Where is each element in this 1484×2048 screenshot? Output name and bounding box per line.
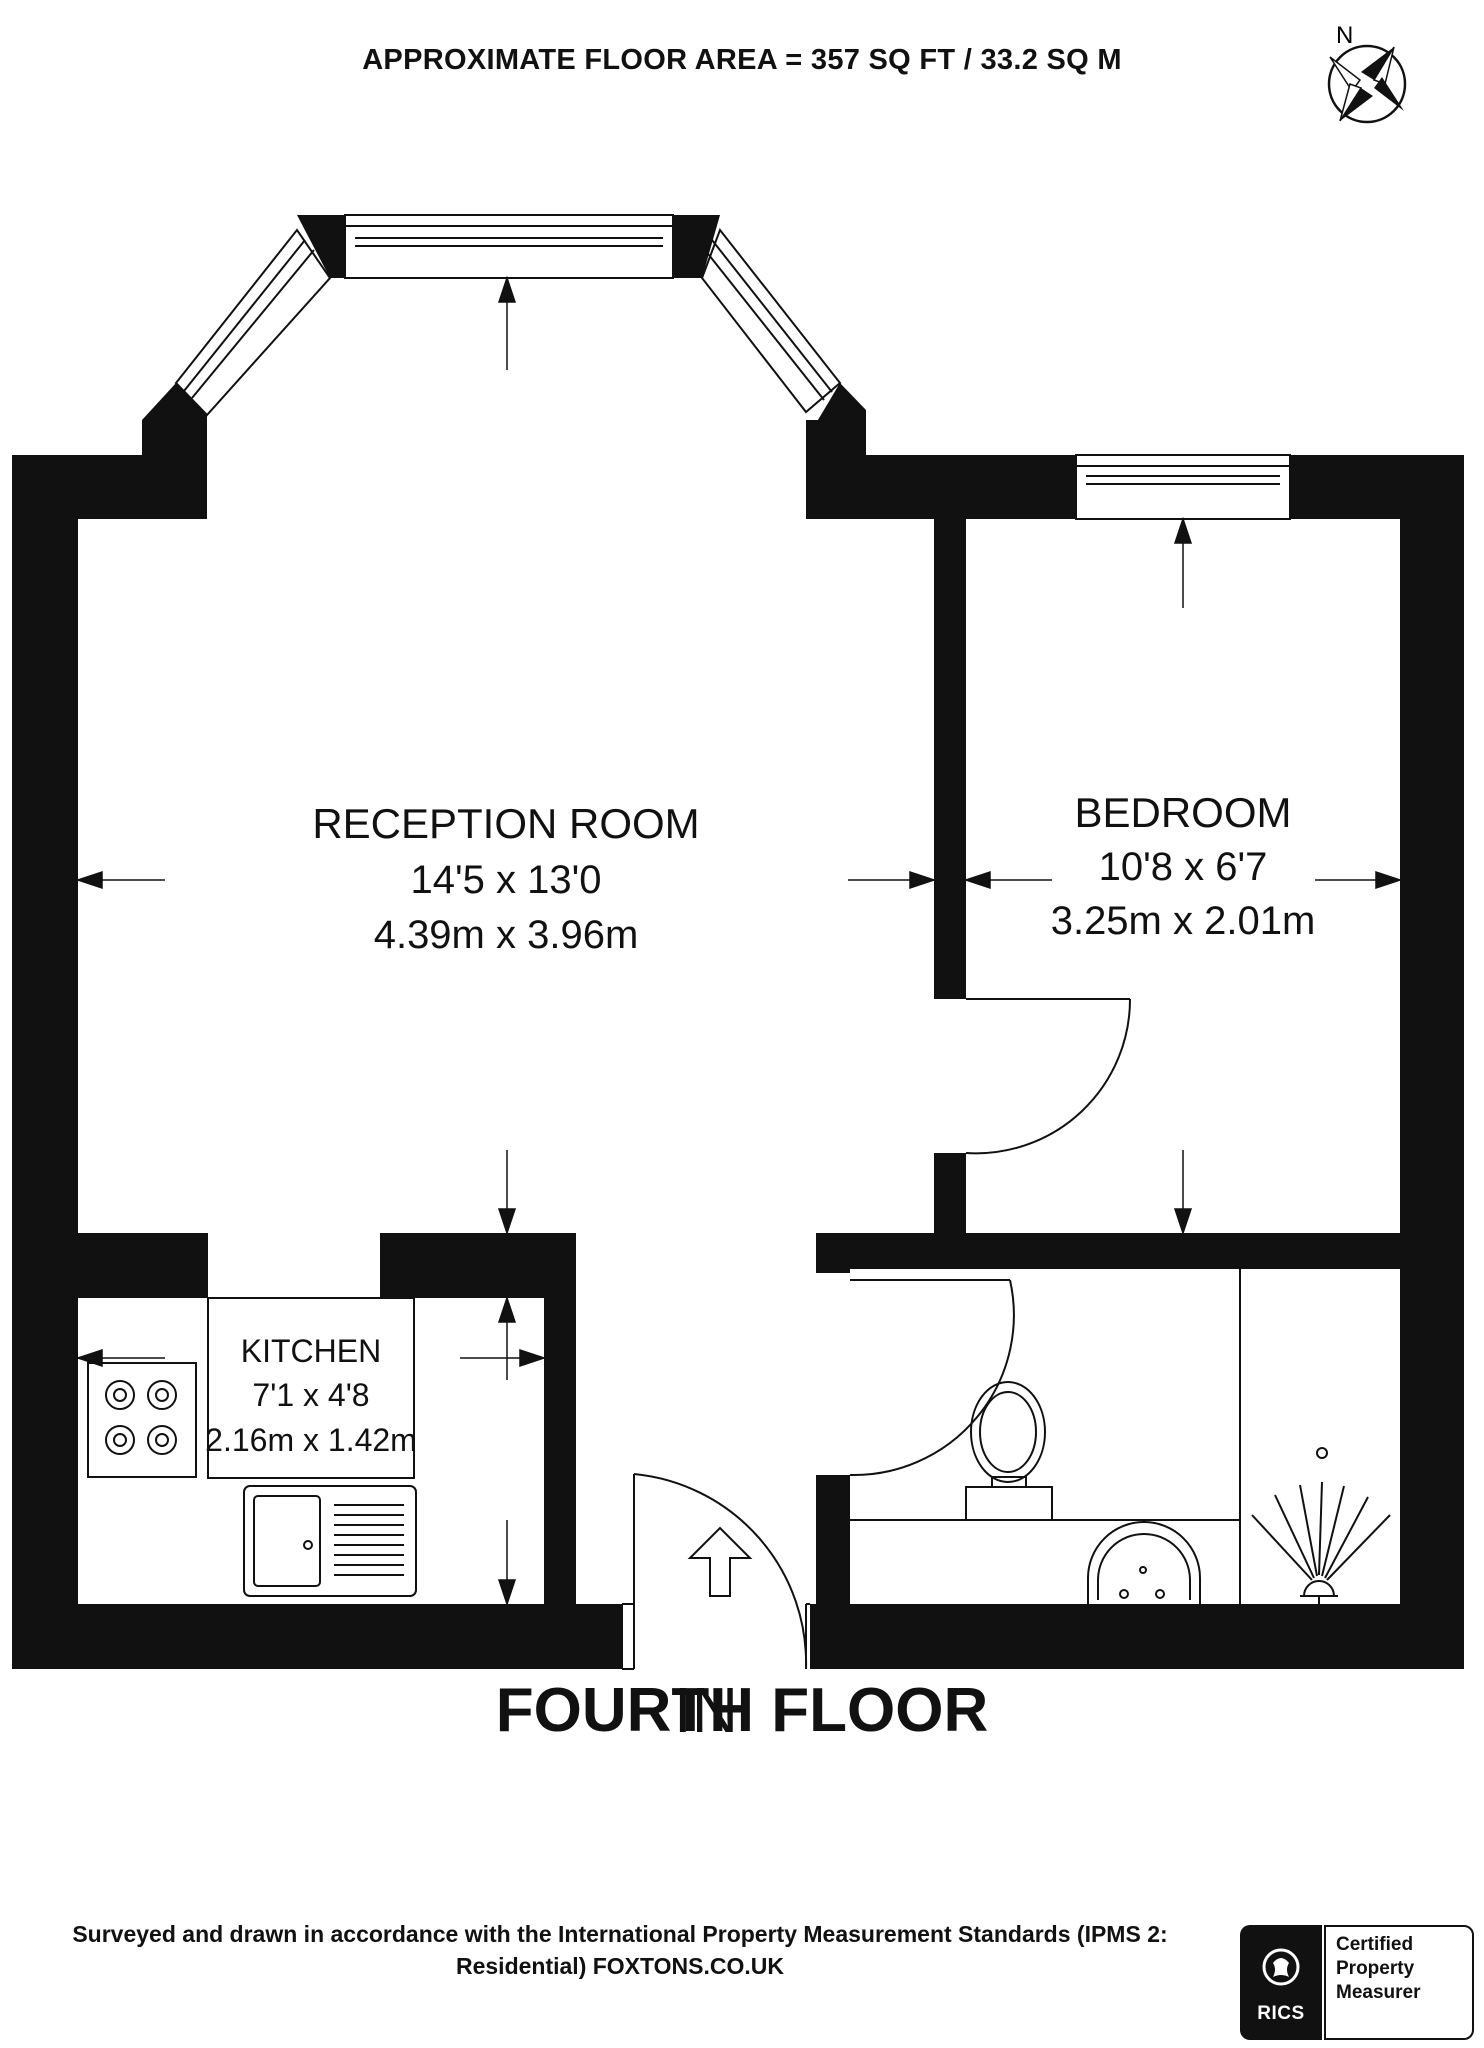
- bedroom-name: BEDROOM: [1074, 789, 1291, 836]
- bedroom-imperial: 10'8 x 6'7: [1099, 845, 1268, 889]
- footer-line-2: Residential) FOXTONS.CO.UK: [455, 1953, 784, 1979]
- hob-icon: [87, 1362, 197, 1478]
- doors: [621, 998, 1132, 1670]
- rics-logo: RICS: [1240, 1925, 1322, 2040]
- lion-icon: [1262, 1948, 1300, 1986]
- toilet-icon: [965, 1381, 1053, 1521]
- basin-icon: [1087, 1521, 1201, 1604]
- dimension-arrows: [75, 275, 1403, 1607]
- compass-label: N: [1336, 22, 1353, 49]
- kitchen-sink-icon: [243, 1485, 417, 1597]
- compass-icon: N: [1327, 22, 1407, 124]
- badge-line-1: Certified: [1336, 1934, 1414, 1955]
- reception-imperial: 14'5 x 13'0: [411, 858, 602, 902]
- rics-badge: RICS Certified Property Measurer: [1240, 1925, 1474, 2040]
- kitchen-imperial: 7'1 x 4'8: [252, 1377, 369, 1413]
- floor-area-title: APPROXIMATE FLOOR AREA = 357 SQ FT / 33.…: [362, 44, 1122, 76]
- shower-icon: [1251, 1447, 1391, 1604]
- badge-line-2: Property: [1336, 1958, 1415, 1979]
- footer-line-1: Surveyed and drawn in accordance with th…: [72, 1921, 1168, 1947]
- kitchen-name: KITCHEN: [241, 1333, 381, 1369]
- footer-disclaimer: Surveyed and drawn in accordance with th…: [0, 1918, 1240, 1982]
- kitchen-fixtures: [87, 1297, 417, 1597]
- certified-measurer-box: Certified Property Measurer: [1324, 1925, 1474, 2040]
- rics-word: RICS: [1257, 2003, 1305, 2024]
- walls: [12, 215, 1464, 1669]
- reception-metric: 4.39m x 3.96m: [374, 913, 639, 957]
- bay-window: [174, 214, 842, 417]
- badge-line-3: Measurer: [1336, 1982, 1421, 2003]
- bathroom-fixtures: [850, 1269, 1391, 1604]
- reception-name: RECEPTION ROOM: [312, 800, 699, 847]
- entrance-arrow-icon: [687, 1526, 753, 1597]
- entrance-label: IN: [674, 1674, 738, 1746]
- bedroom-metric: 3.25m x 2.01m: [1051, 899, 1316, 943]
- floor-name: FOURTH FLOOR: [495, 1676, 989, 1745]
- bedroom-window: [1075, 454, 1291, 520]
- room-labels: RECEPTION ROOM 14'5 x 13'0 4.39m x 3.96m…: [205, 789, 1315, 1746]
- kitchen-metric: 2.16m x 1.42m: [205, 1422, 417, 1458]
